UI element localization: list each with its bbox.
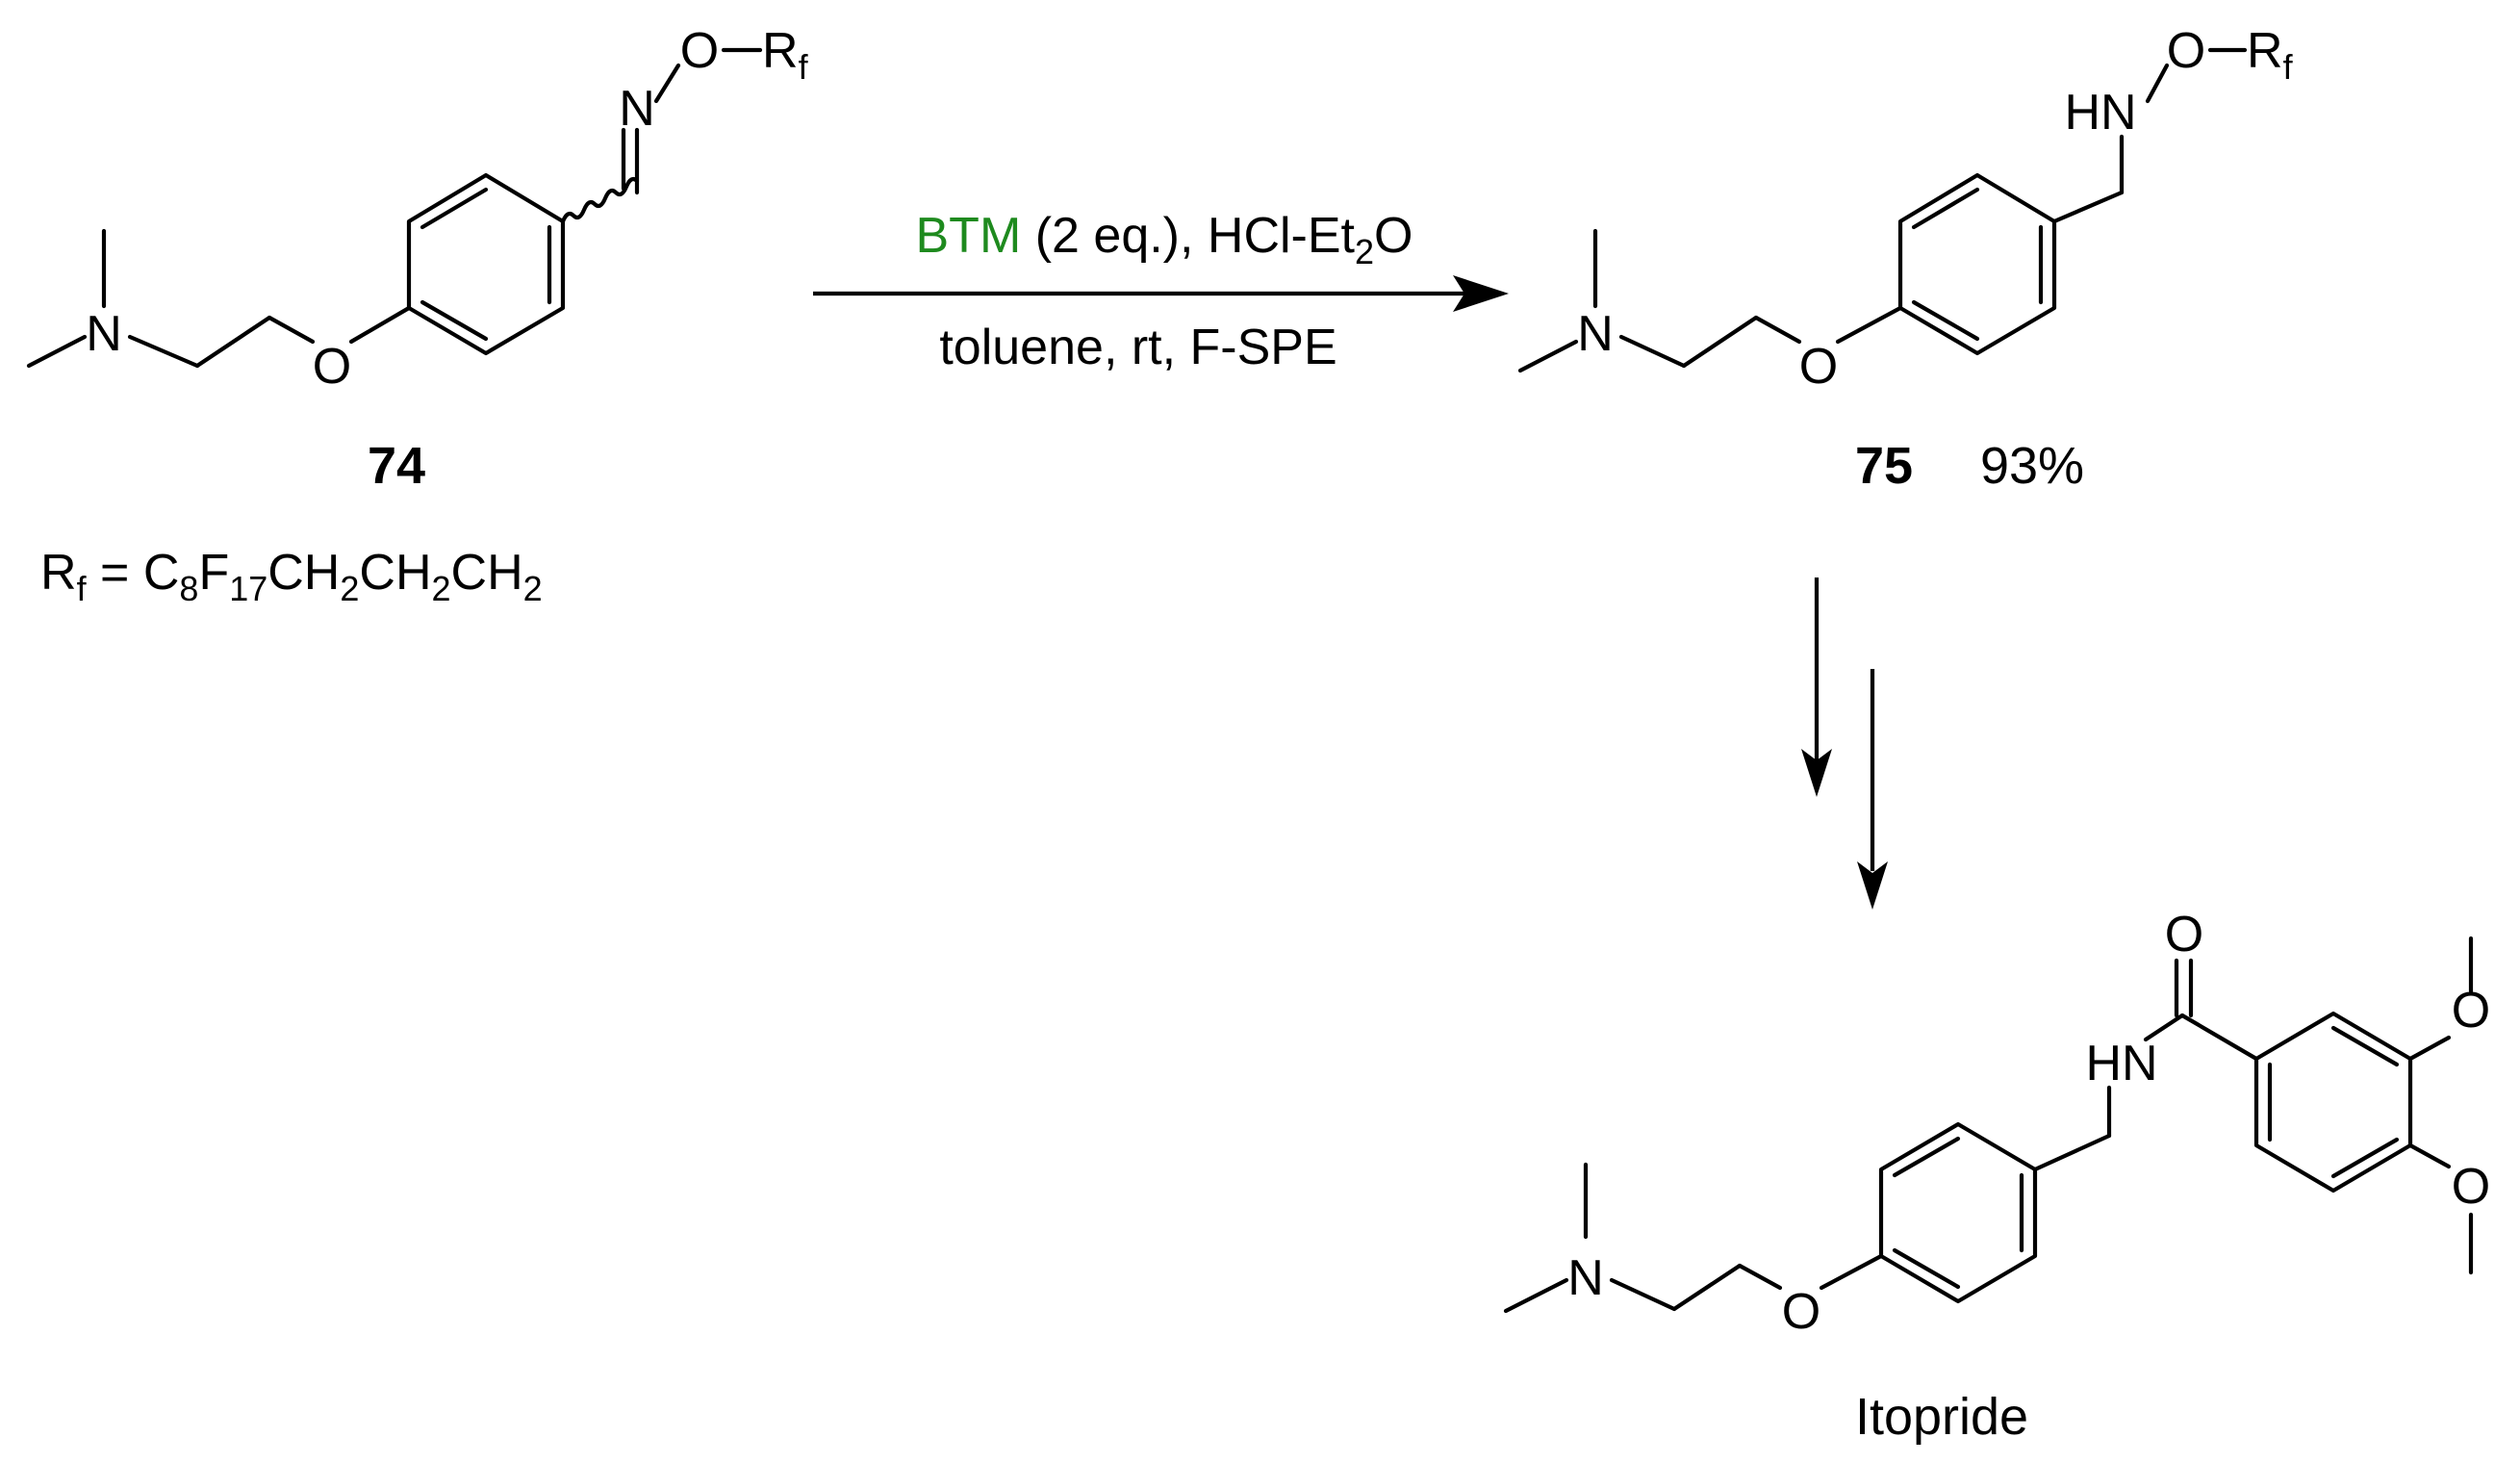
rfdef-ch2: CH (359, 545, 431, 601)
hydroxylamine-nh-label-75: HN (2064, 85, 2136, 141)
amide-nh-label-itopride: HN (2085, 1036, 2157, 1091)
rf-f-sub-75: f (2283, 47, 2294, 87)
methoxy-oxygen-3-label: O (2452, 983, 2490, 1039)
reagents-label: BTM (2 eq.), HCl-Et2O (916, 208, 1413, 271)
itopride-name: Itopride (1855, 1388, 2028, 1446)
oxime-oxygen-label-74: O (680, 23, 719, 79)
imine-nitrogen-label-74: N (619, 81, 655, 137)
rfdef-ch3: CH (451, 545, 523, 601)
rfdef-2c: 2 (523, 569, 543, 608)
hydroxylamine-oxygen-label-75: O (2167, 23, 2205, 79)
rfdef-F: F (198, 545, 229, 601)
carbonyl-oxygen-label-itopride: O (2165, 907, 2203, 962)
oxygen-label-75: O (1799, 339, 1838, 395)
reaction-arrow (813, 275, 1509, 312)
nitrogen-label-74: N (86, 306, 122, 362)
btm-highlight: BTM (916, 208, 1022, 264)
rfdef-2b: 2 (432, 569, 451, 608)
rfdef-eq: = (87, 545, 143, 601)
reagents-sub: 2 (1355, 232, 1374, 271)
rfdef-f: f (77, 569, 88, 608)
reagents-end: O (1374, 208, 1413, 264)
rf-definition: Rf = C8F17CH2CH2CH2 (40, 545, 543, 608)
compound-74-structure (26, 47, 763, 369)
multistep-arrows (1801, 578, 1888, 910)
rf-label-75: Rf (2247, 23, 2294, 87)
reagents-rest: (2 eq.), HCl-Et (1021, 208, 1355, 264)
rfdef-8: 8 (179, 569, 198, 608)
rfdef-ch1: CH (267, 545, 340, 601)
nitrogen-label-75: N (1577, 306, 1614, 362)
compound-75-label: 75 (1855, 437, 1913, 495)
rf-label-74: Rf (762, 23, 809, 87)
compound-74-label: 74 (368, 437, 425, 495)
methoxy-oxygen-4-label: O (2452, 1159, 2490, 1215)
oxygen-label-74: O (313, 339, 351, 395)
rf-r-74: R (762, 23, 799, 79)
rfdef-c: C (143, 545, 180, 601)
conditions-label: toluene, rt, F-SPE (939, 320, 1336, 375)
ether-oxygen-label-itopride: O (1782, 1284, 1820, 1340)
compound-75-yield: 93% (1980, 437, 2084, 495)
compound-75-structure (1517, 47, 2248, 373)
nitrogen-label-itopride: N (1567, 1250, 1604, 1306)
rf-r-75: R (2247, 23, 2283, 79)
rf-f-sub-74: f (799, 47, 809, 87)
rfdef-17: 17 (229, 569, 267, 608)
rfdef-r: R (40, 545, 77, 601)
rfdef-2a: 2 (340, 569, 359, 608)
itopride-structure (1503, 936, 2474, 1314)
